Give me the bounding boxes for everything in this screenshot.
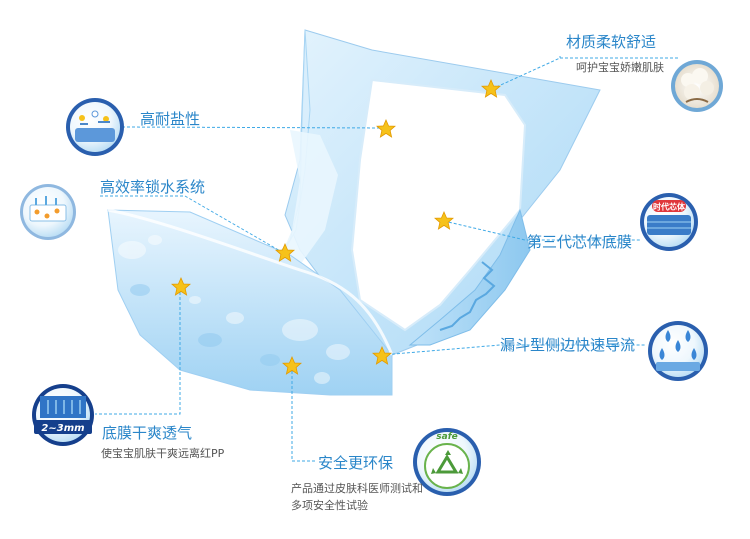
core-badge-text: 时代芯体 (653, 202, 686, 212)
water-drops-icon (648, 321, 708, 381)
feature-title-eco: 安全更环保 (318, 454, 394, 472)
feature-subtitle-film: 使宝宝肌肤干爽远离红PP (101, 447, 225, 460)
film-badge-text: 2~3mm (41, 423, 84, 434)
breathable-film-icon: 2~3mm (32, 384, 94, 446)
recycle-icon: safe (413, 428, 481, 496)
feature-title-core: 第三代芯体底膜 (527, 233, 633, 251)
feature-subtitle-eco: 产品通过皮肤科医师测试和多项安全性试验 (291, 482, 423, 512)
salt-absorb-icon (66, 98, 124, 156)
core-film-icon: 时代芯体 (640, 193, 698, 251)
feature-title-material: 材质柔软舒适 (566, 33, 657, 51)
callout-lines (95, 56, 680, 462)
feature-title-film: 底膜干爽透气 (102, 424, 193, 442)
cotton-icon (671, 60, 723, 112)
feature-subtitle-material: 呵护宝宝娇嫩肌肤 (576, 61, 664, 74)
diaper-illustration (107, 29, 601, 396)
feature-title-funnel: 漏斗型侧边快速导流 (500, 336, 636, 354)
feature-title-absorb: 高耐盐性 (140, 110, 201, 128)
eco-badge-text: safe (436, 432, 457, 442)
feature-title-lock: 高效率锁水系统 (100, 178, 206, 196)
lock-water-icon (20, 184, 76, 240)
